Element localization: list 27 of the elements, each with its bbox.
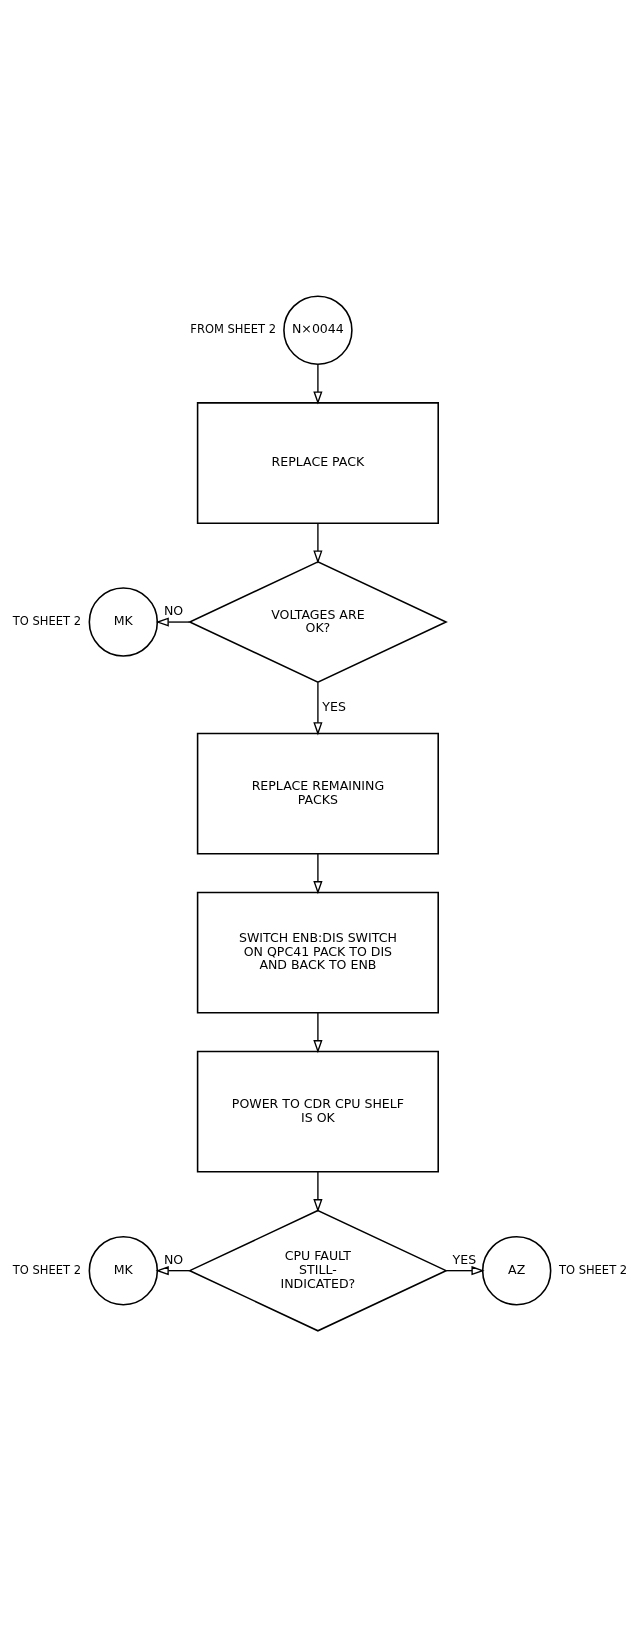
arrow (155, 1266, 191, 1276)
arrow (313, 1012, 323, 1054)
arrow (313, 1171, 323, 1213)
arrow (313, 853, 323, 895)
edge-label: YES (452, 1251, 477, 1267)
node-box: REPLACE REMAINING PACKS (196, 732, 439, 855)
node-label: TO SHEET 2 (12, 1262, 82, 1277)
arrow (155, 617, 191, 627)
edge-label: YES (322, 699, 346, 715)
node-circle: AZ (481, 1235, 552, 1306)
node-label: TO SHEET 2 (558, 1262, 628, 1277)
node-label: FROM SHEET 2 (190, 322, 277, 337)
node-box: POWER TO CDR CPU SHELF IS OK (196, 1050, 439, 1173)
node-diamond: CPU FAULT STILL-INDICATED? (187, 1209, 448, 1332)
node-diamond: VOLTAGES ARE OK? (187, 561, 448, 684)
edge-label: NO (163, 1251, 184, 1267)
node-circle: MK (88, 587, 159, 657)
arrow (313, 681, 323, 736)
node-circle: MK (88, 1235, 159, 1306)
arrow (313, 522, 323, 564)
arrow (445, 1266, 485, 1276)
node-circle: N×0044 (283, 295, 353, 365)
arrow (313, 363, 323, 405)
node-box: SWITCH ENB:DIS SWITCH ON QPC41 PACK TO DIS AND BACK TO ENB (196, 891, 439, 1014)
edge-label: NO (163, 603, 184, 619)
node-box: REPLACE PACK (196, 402, 439, 524)
node-label: TO SHEET 2 (12, 613, 82, 628)
